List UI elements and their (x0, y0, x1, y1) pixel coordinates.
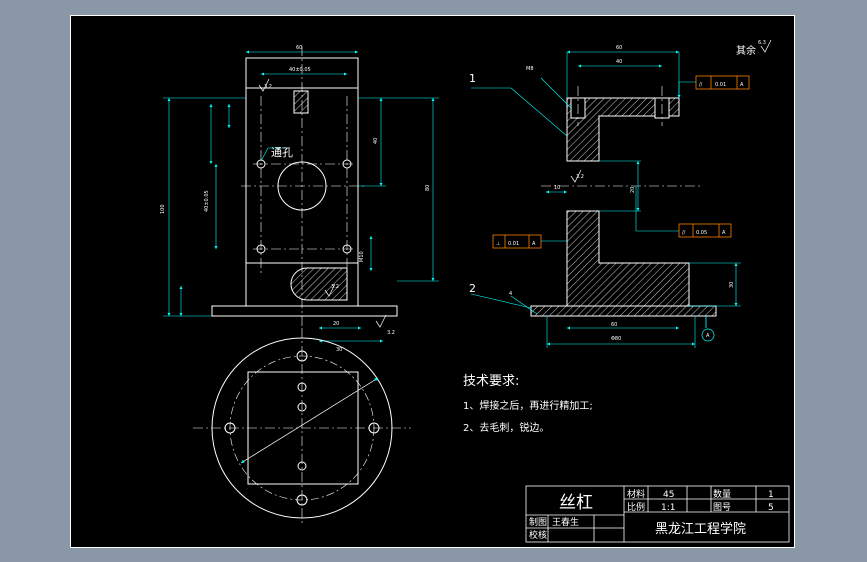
roughness-symbol-front (258, 78, 387, 328)
title-drawn-by-name: 王春生 (552, 516, 579, 528)
svg-text:⊥: ⊥ (496, 241, 500, 247)
roughness-value-front-1: 3.2 (264, 84, 272, 90)
part-leader-1: 1 (469, 72, 476, 85)
dim-width-top: 60 (296, 45, 302, 51)
tol-parallel-top-datum: A (740, 82, 744, 88)
dim-section-hole-spacing: 40 (616, 59, 622, 65)
section-base-plate (530, 305, 717, 317)
top-view-centerlines (193, 328, 411, 526)
tech-requirements-title: 技术要求: (463, 374, 519, 389)
dim-section-left: 10 (554, 185, 560, 191)
title-scale-value: 1:1 (661, 503, 675, 513)
roughness-value-front-3: 3.2 (387, 330, 395, 336)
tolerance-frame-perpendicular: ⊥ 0.01 A (492, 234, 567, 249)
roughness-symbol-section (570, 39, 772, 183)
dim-section-thread: M8 (526, 66, 534, 72)
dim-section-width: 60 (616, 45, 622, 51)
title-checked-by-label: 校核 (529, 529, 547, 541)
datum-a-marker: A (701, 316, 715, 342)
dim-section-base-thk: 4 (509, 291, 512, 297)
section-view (530, 97, 717, 317)
title-material-label: 材料 (627, 488, 645, 500)
front-view-bottom-section (290, 267, 348, 301)
tol-parallel-mid-datum: A (722, 230, 726, 236)
through-hole-note: 通孔 (271, 146, 293, 159)
rest-roughness-value: 6.3 (758, 40, 766, 46)
front-view-centerlines (241, 46, 366, 326)
tolerance-frame-parallel-top: // 0.01 A (677, 75, 750, 98)
tol-perp-value: 0.01 (508, 241, 519, 247)
title-school: 黑龙江工程学院 (655, 521, 746, 537)
drawing-sheet: 60 40±0.05 100 80 40 40±0.05 M10 20 30 通… (70, 15, 795, 548)
title-block (525, 485, 790, 543)
title-quantity-label: 数量 (713, 488, 731, 500)
title-material-value: 45 (663, 490, 674, 500)
svg-text://: // (682, 230, 686, 236)
roughness-value-front-2: 3.2 (331, 284, 339, 290)
title-scale-label: 比例 (627, 501, 645, 513)
section-view-centerlines (541, 86, 701, 187)
svg-text://: // (699, 82, 703, 88)
dim-bottom-width: 30 (336, 347, 342, 353)
title-drawing-no-label: 图号 (713, 502, 731, 513)
dim-hole-spacing-top: 40±0.05 (289, 67, 311, 73)
front-view-thread-section (293, 90, 309, 114)
dim-bottom-depth: 20 (333, 321, 339, 327)
dim-bottom-section: M10 (359, 251, 365, 262)
section-view-dimensions (470, 50, 741, 348)
roughness-value-section: 3.2 (576, 174, 584, 180)
tech-requirement-2: 2、去毛刺，锐边。 (463, 421, 549, 434)
dim-height-overall: 100 (160, 204, 166, 214)
section-dim-text: 60 40 Φ80 60 10 20 30 M8 4 (509, 45, 735, 342)
rest-roughness-label: 其余 (736, 44, 756, 57)
title-drawn-by-label: 制图 (529, 516, 547, 528)
dim-section-inner: 60 (611, 322, 617, 328)
part-leader-2: 2 (469, 282, 476, 295)
dim-hole-vertical: 40±0.05 (204, 190, 210, 212)
front-view-base-plate (211, 305, 398, 317)
title-quantity-value: 1 (768, 490, 774, 500)
front-view (211, 57, 398, 317)
dim-height-right: 80 (425, 185, 431, 191)
tol-parallel-top-value: 0.01 (715, 82, 726, 88)
datum-a-label: A (706, 333, 710, 339)
front-view-dimensions (163, 50, 439, 343)
title-drawing-no-value: 5 (768, 503, 774, 513)
top-view-diameter-dim (240, 377, 379, 464)
tech-requirement-1: 1、焊接之后，再进行精加工; (463, 399, 593, 412)
dim-section-right-h: 30 (729, 282, 735, 288)
title-part-name: 丝杠 (559, 493, 593, 513)
tolerance-frame-parallel-mid: // 0.05 A (678, 223, 732, 238)
front-view-dim-text: 60 40±0.05 100 80 40 40±0.05 M10 20 30 (160, 45, 431, 353)
dim-section-gap: 20 (630, 187, 636, 193)
dim-section-base: Φ80 (611, 336, 621, 342)
drawing-canvas: 60 40±0.05 100 80 40 40±0.05 M10 20 30 通… (160, 39, 790, 543)
tol-parallel-mid-value: 0.05 (696, 230, 707, 236)
section-lower-body (566, 210, 690, 307)
dim-center-height: 40 (373, 138, 379, 144)
tol-perp-datum: A (532, 241, 536, 247)
